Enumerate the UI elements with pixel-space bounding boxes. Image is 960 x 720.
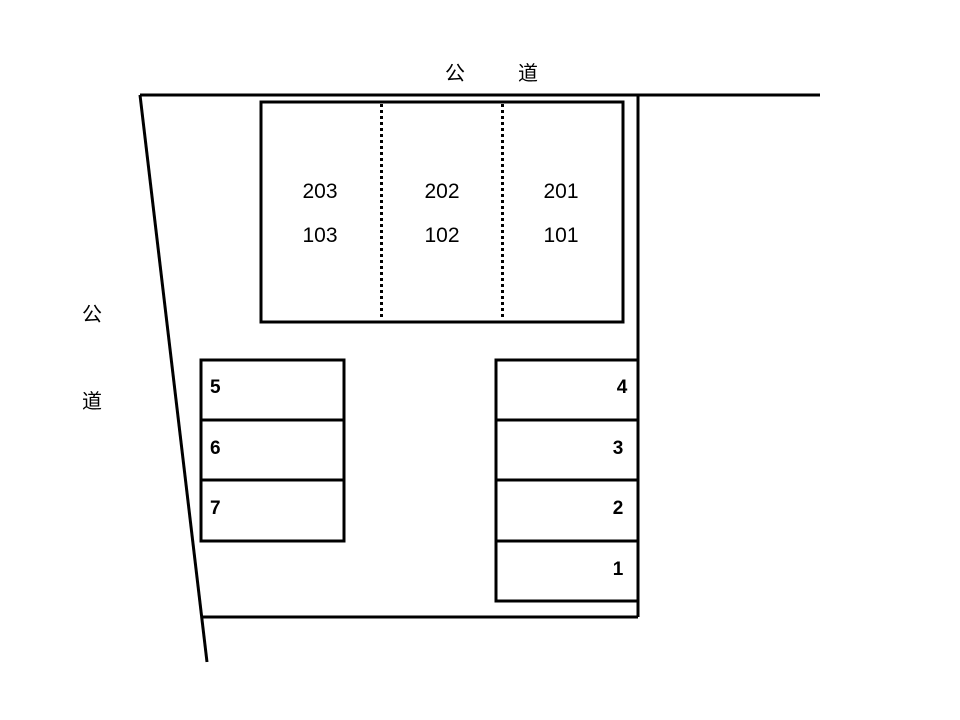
unit-101-label: 101 (543, 224, 578, 247)
parking-label-1: 1 (613, 559, 624, 580)
unit-103-label: 103 (302, 224, 337, 247)
unit-202-label: 202 (424, 180, 459, 203)
parking-label-2: 2 (613, 498, 624, 519)
building-outline (259, 100, 625, 324)
parking-label-7: 7 (210, 498, 221, 519)
parking-space-1 (494, 539, 640, 603)
parking-space-6 (199, 418, 346, 482)
parking-space-7 (199, 478, 346, 543)
parking-label-5: 5 (210, 377, 221, 398)
parking-label-4: 4 (617, 377, 628, 398)
parking-space-5 (199, 358, 346, 422)
parking-label-3: 3 (613, 438, 624, 459)
left-road-label-char1: 公 (82, 302, 102, 326)
unit-201-label: 201 (543, 180, 578, 203)
unit-102-label: 102 (424, 224, 459, 247)
left-road-label-char2: 道 (82, 389, 102, 413)
unit-203-label: 203 (302, 180, 337, 203)
top-road-label-char1: 公 (445, 61, 465, 85)
parking-label-6: 6 (210, 438, 221, 459)
top-road-label-char2: 道 (518, 61, 538, 85)
left-road-edge (138, 94, 209, 663)
